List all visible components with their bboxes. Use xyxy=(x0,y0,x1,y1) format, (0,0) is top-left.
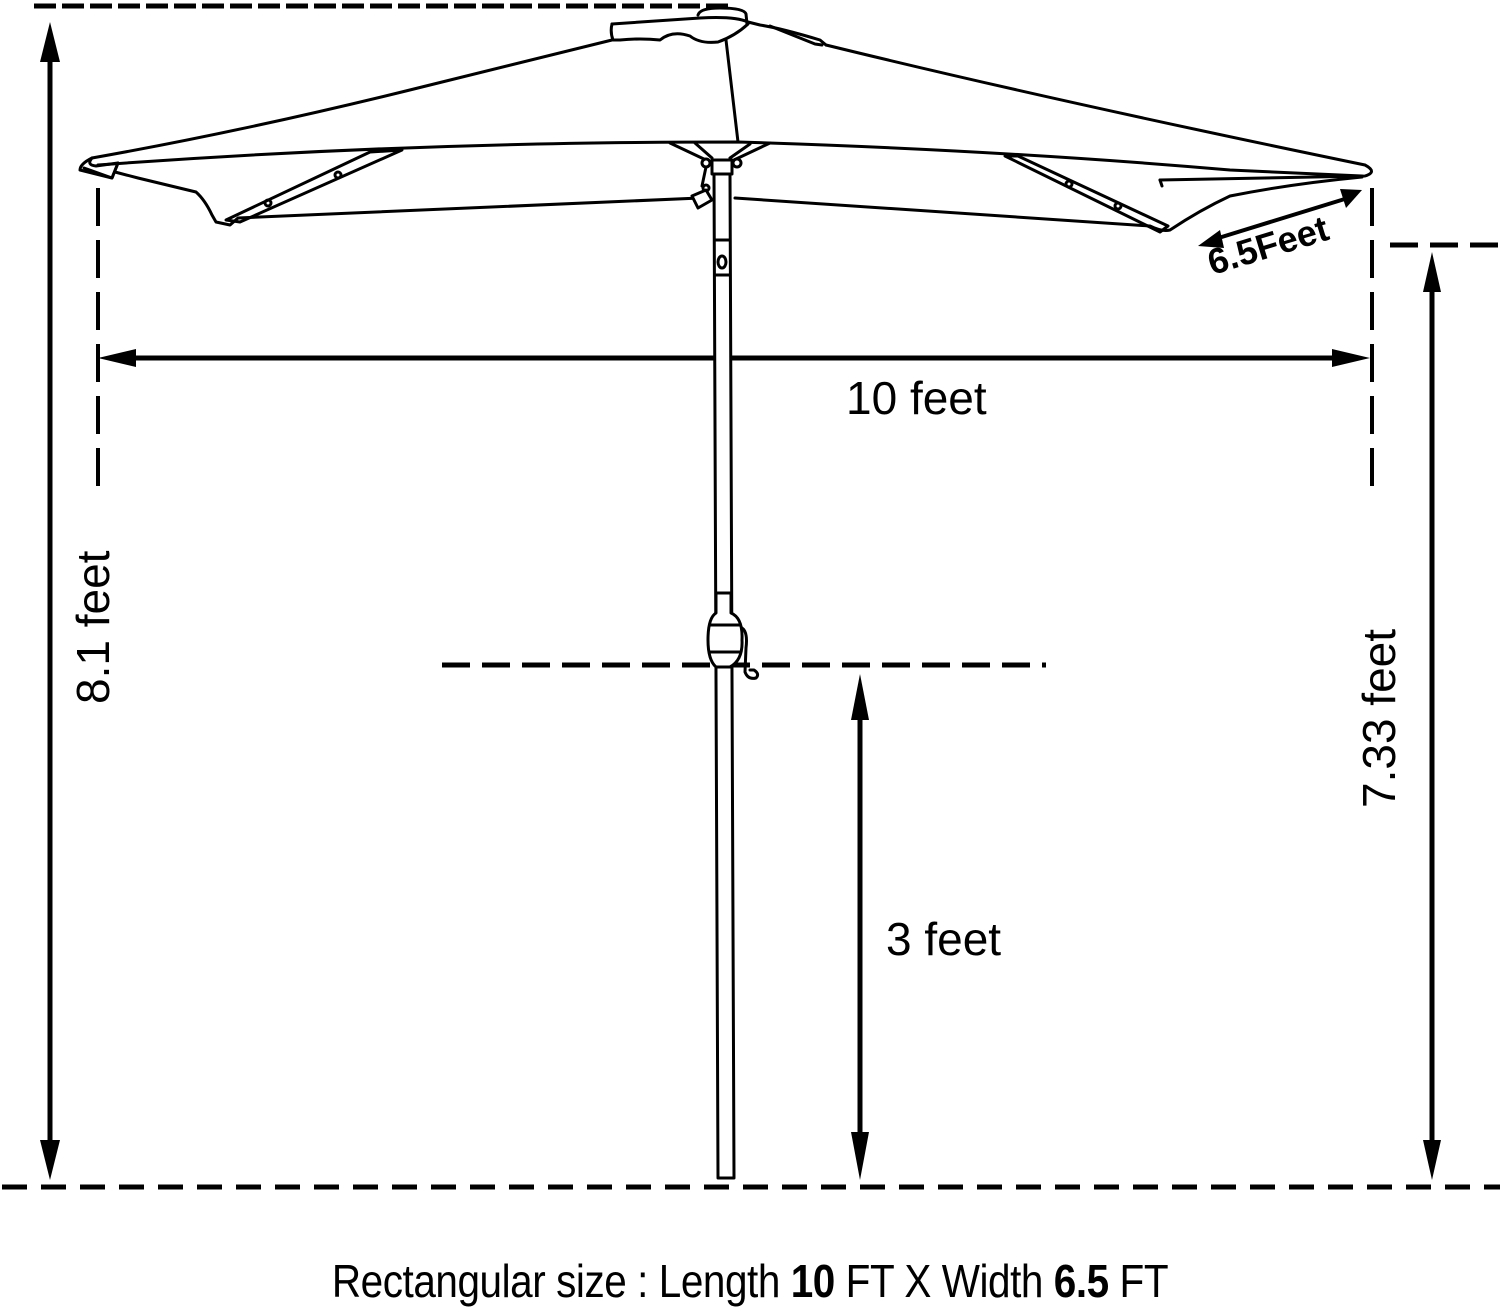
clearance-height-arrow xyxy=(1423,252,1441,1180)
caption-prefix: Rectangular size : Length xyxy=(331,1255,791,1307)
size-caption: Rectangular size : Length 10 FT X Width … xyxy=(90,1254,1410,1308)
caption-length-value: 10 xyxy=(790,1255,836,1307)
total-height-arrow xyxy=(40,22,60,1180)
canopy-right-panel xyxy=(824,43,1373,182)
clearance-height-label: 7.33 feet xyxy=(1353,628,1405,808)
canopy-left-panel xyxy=(88,38,614,168)
crank-handle xyxy=(740,626,760,680)
umbrella-pole xyxy=(712,172,736,1180)
umbrella-illustration xyxy=(78,6,1373,1180)
caption-width-value: 6.5 xyxy=(1053,1255,1109,1307)
reference-lines xyxy=(2,3,1500,1190)
canopy-front-edge xyxy=(96,140,1364,178)
umbrella-hub xyxy=(668,141,772,210)
right-rib xyxy=(1003,154,1170,234)
umbrella-finial xyxy=(609,6,828,47)
caption-length-unit: FT X Width xyxy=(834,1255,1054,1307)
total-height-label: 8.1 feet xyxy=(67,550,119,704)
crank-height-label: 3 feet xyxy=(886,913,1002,965)
dimension-arrows xyxy=(40,22,1441,1180)
crank-housing xyxy=(706,591,760,680)
canopy-center-seam xyxy=(724,38,740,144)
left-rib xyxy=(224,148,404,224)
crank-height-arrow xyxy=(851,674,869,1180)
canopy-length-label: 10 feet xyxy=(846,372,987,424)
caption-width-unit: FT xyxy=(1108,1255,1169,1307)
canopy-length-arrow xyxy=(98,349,1370,367)
canopy-width-arrow xyxy=(1198,189,1362,248)
